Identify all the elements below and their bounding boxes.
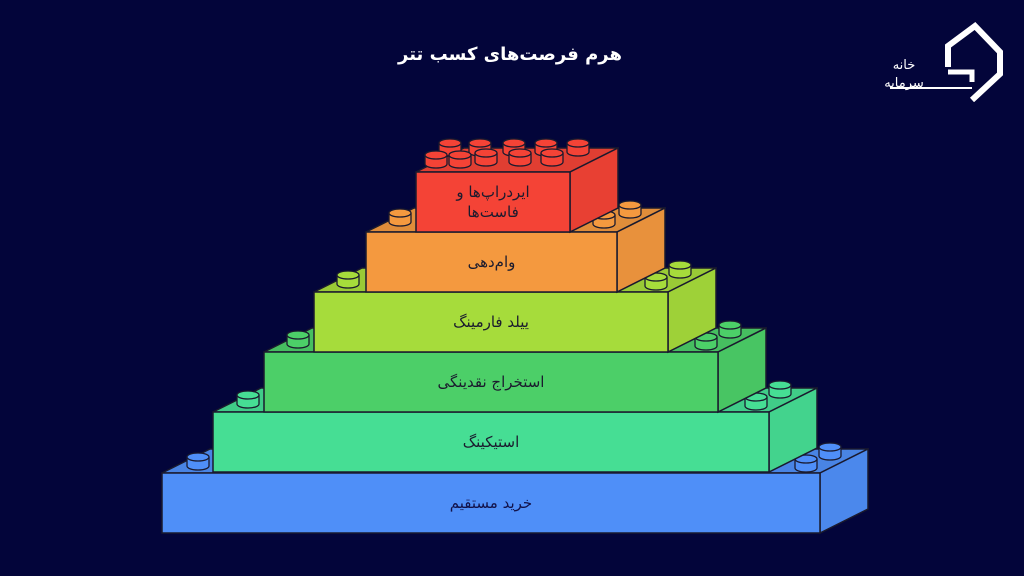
lego-stud-icon: [718, 320, 742, 339]
layer-front-face: [313, 291, 669, 353]
layer-front-face: [161, 472, 821, 534]
lego-stud-icon: [694, 332, 718, 351]
lego-stud-icon: [818, 442, 842, 461]
logo: خانه سرمایه: [880, 22, 1005, 102]
lego-stud-icon: [236, 390, 260, 409]
layer-label-3: ییلد فارمینگ: [453, 313, 529, 331]
lego-stud-icon: [388, 208, 412, 227]
lego-stud-icon: [424, 150, 448, 169]
lego-stud-icon: [768, 380, 792, 399]
layer-label-5: استیکینگ: [462, 433, 520, 451]
lego-stud-icon: [508, 148, 532, 167]
layer-label-2: وام‌دهی: [467, 253, 516, 271]
pyramid-layer-1: [415, 138, 619, 234]
lego-stud-icon: [668, 260, 692, 279]
lego-stud-icon: [336, 270, 360, 289]
page-title: هرم فرصت‌های کسب تتر: [398, 44, 622, 65]
lego-stud-icon: [474, 148, 498, 167]
lego-stud-icon: [186, 452, 210, 471]
layer-label-4: استخراج نقدینگی: [437, 373, 545, 391]
layer-front-face: [365, 231, 618, 293]
lego-stud-icon: [540, 148, 564, 167]
lego-stud-icon: [744, 392, 768, 411]
layer-label-1: ایردراپ‌ها و فاست‌ها: [456, 183, 530, 221]
logo-text-line1: خانه: [892, 58, 916, 73]
logo-text-line2: سرمایه: [884, 76, 924, 91]
layer-label-6: خرید مستقیم: [449, 494, 533, 512]
lego-stud-icon: [566, 138, 590, 157]
lego-stud-icon: [448, 150, 472, 169]
lego-stud-icon: [286, 330, 310, 349]
layer-front-face: [415, 171, 571, 233]
lego-stud-icon: [618, 200, 642, 219]
logo-house-icon: [890, 22, 1003, 102]
